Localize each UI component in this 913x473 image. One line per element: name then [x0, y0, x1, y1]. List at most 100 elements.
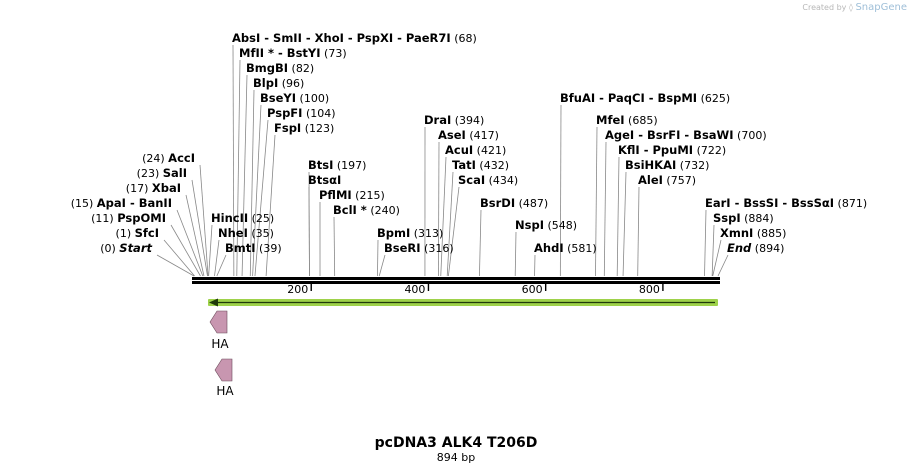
site-name: DraI: [424, 113, 451, 127]
orf-arrowhead-icon: [209, 298, 218, 307]
site-position: (123): [301, 122, 334, 135]
site-name: BmgBI: [246, 61, 288, 75]
site-leader-line: [440, 156, 447, 277]
site-name: AbsI - SmII - XhoI - PspXI - PaeR7I: [232, 31, 451, 45]
restriction-site-label: XmnI (885): [720, 226, 786, 240]
site-name: AleI: [638, 173, 663, 187]
watermark-prefix: Created by: [802, 3, 847, 12]
restriction-site-label: PspFI (104): [267, 106, 336, 120]
site-name: BseYI: [260, 91, 296, 105]
site-leader-line: [595, 126, 598, 277]
backbone-bottom-strand: [192, 281, 720, 284]
site-position: (100): [296, 92, 329, 105]
snapgene-watermark: Created by ◊ SnapGene: [802, 2, 907, 13]
site-name: FspI: [274, 121, 301, 135]
restriction-site-label: AgeI - BsrFI - BsaWI (700): [605, 128, 767, 142]
site-leader-line: [156, 254, 195, 277]
restriction-site-label: BclI * (240): [333, 203, 400, 217]
restriction-site-label: BseYI (100): [260, 91, 329, 105]
site-position: (73): [321, 47, 347, 60]
site-name: End: [727, 241, 752, 255]
restriction-site-label: BpmI (313): [377, 226, 443, 240]
restriction-site-label: PflMI (215): [319, 188, 385, 202]
restriction-site-label: NheI (35): [218, 226, 274, 240]
sequence-backbone: [192, 277, 720, 284]
site-position: (35): [248, 227, 274, 240]
site-name: SalI: [163, 166, 187, 180]
restriction-site-label: BtsI (197): [308, 158, 366, 172]
site-leader-line: [712, 239, 722, 277]
site-position: (39): [256, 242, 282, 255]
site-name: XmnI: [720, 226, 753, 240]
site-leader-line: [377, 239, 379, 277]
site-position: (722): [693, 144, 726, 157]
site-leader-line: [265, 134, 276, 277]
site-position: (487): [515, 197, 548, 210]
site-leader-line: [163, 239, 195, 277]
site-leader-line: [616, 156, 620, 277]
restriction-site-label: AleI (757): [638, 173, 696, 187]
restriction-site-label: (17) XbaI: [126, 181, 181, 195]
site-position: (96): [278, 77, 304, 90]
restriction-site-label: TatI (432): [452, 158, 509, 172]
site-leader-line: [333, 216, 336, 277]
site-position: (24): [142, 152, 168, 165]
site-leader-line: [249, 89, 255, 277]
site-name: NheI: [218, 226, 248, 240]
restriction-site-label: BfuAI - PaqCI - BspMI (625): [560, 91, 730, 105]
restriction-site-label: BmgBI (82): [246, 61, 314, 75]
site-position: (894): [751, 242, 784, 255]
site-name: SspI: [713, 211, 741, 225]
site-name: HincII: [211, 211, 248, 225]
restriction-site-label: MfII * - BstYI (73): [239, 46, 347, 60]
site-name: TatI: [452, 158, 476, 172]
site-position: (394): [451, 114, 484, 127]
site-leader-line: [447, 186, 460, 277]
restriction-site-label: ScaI (434): [458, 173, 518, 187]
ruler-tick-label: 600: [522, 283, 543, 296]
site-name: AgeI - BsrFI - BsaWI: [605, 128, 734, 142]
site-leader-line: [254, 119, 269, 277]
map-length: 894 bp: [437, 451, 475, 464]
site-leader-line: [185, 194, 205, 277]
site-position: (68): [451, 32, 477, 45]
site-leader-line: [704, 209, 707, 277]
site-name: PflMI: [319, 188, 352, 202]
site-name: BmtI: [225, 241, 256, 255]
site-name: ApaI - BanII: [97, 196, 172, 210]
restriction-site-label: (0) Start: [100, 241, 152, 255]
site-leader-line: [446, 171, 454, 277]
restriction-site-label: BsiHKAI (732): [625, 158, 709, 172]
site-position: (581): [564, 242, 597, 255]
ruler-tick-label: 400: [404, 283, 425, 296]
site-leader-line: [514, 231, 517, 277]
restriction-site-label: AbsI - SmII - XhoI - PspXI - PaeR7I (68): [232, 31, 477, 45]
restriction-site-label: SspI (884): [713, 211, 774, 225]
site-position: (23): [137, 167, 163, 180]
site-position: (757): [663, 174, 696, 187]
restriction-site-label: BtsαI: [308, 173, 341, 187]
site-leader-line: [214, 239, 220, 277]
restriction-site-label: (1) SfcI: [116, 226, 159, 240]
snapgene-logo-icon: ◊: [848, 3, 853, 12]
site-name: Start: [119, 241, 152, 255]
site-leader-line: [717, 254, 729, 277]
site-name: ScaI: [458, 173, 485, 187]
site-position: (0): [100, 242, 119, 255]
site-name: BseRI: [384, 241, 421, 255]
site-leader-lines: [156, 44, 729, 277]
ha-feature-arrow: [214, 358, 233, 382]
restriction-site-label: (11) PspOMI: [91, 211, 166, 225]
restriction-site-label: (24) AccI: [142, 151, 195, 165]
site-position: (732): [676, 159, 709, 172]
site-position: (421): [473, 144, 506, 157]
site-name: BpmI: [377, 226, 410, 240]
site-name: XbaI: [152, 181, 181, 195]
site-name: AccI: [168, 151, 195, 165]
site-position: (316): [421, 242, 454, 255]
feature-label: HA: [216, 384, 234, 398]
site-leader-line: [236, 59, 241, 277]
site-position: (434): [485, 174, 518, 187]
restriction-site-label: BlpI (96): [253, 76, 304, 90]
